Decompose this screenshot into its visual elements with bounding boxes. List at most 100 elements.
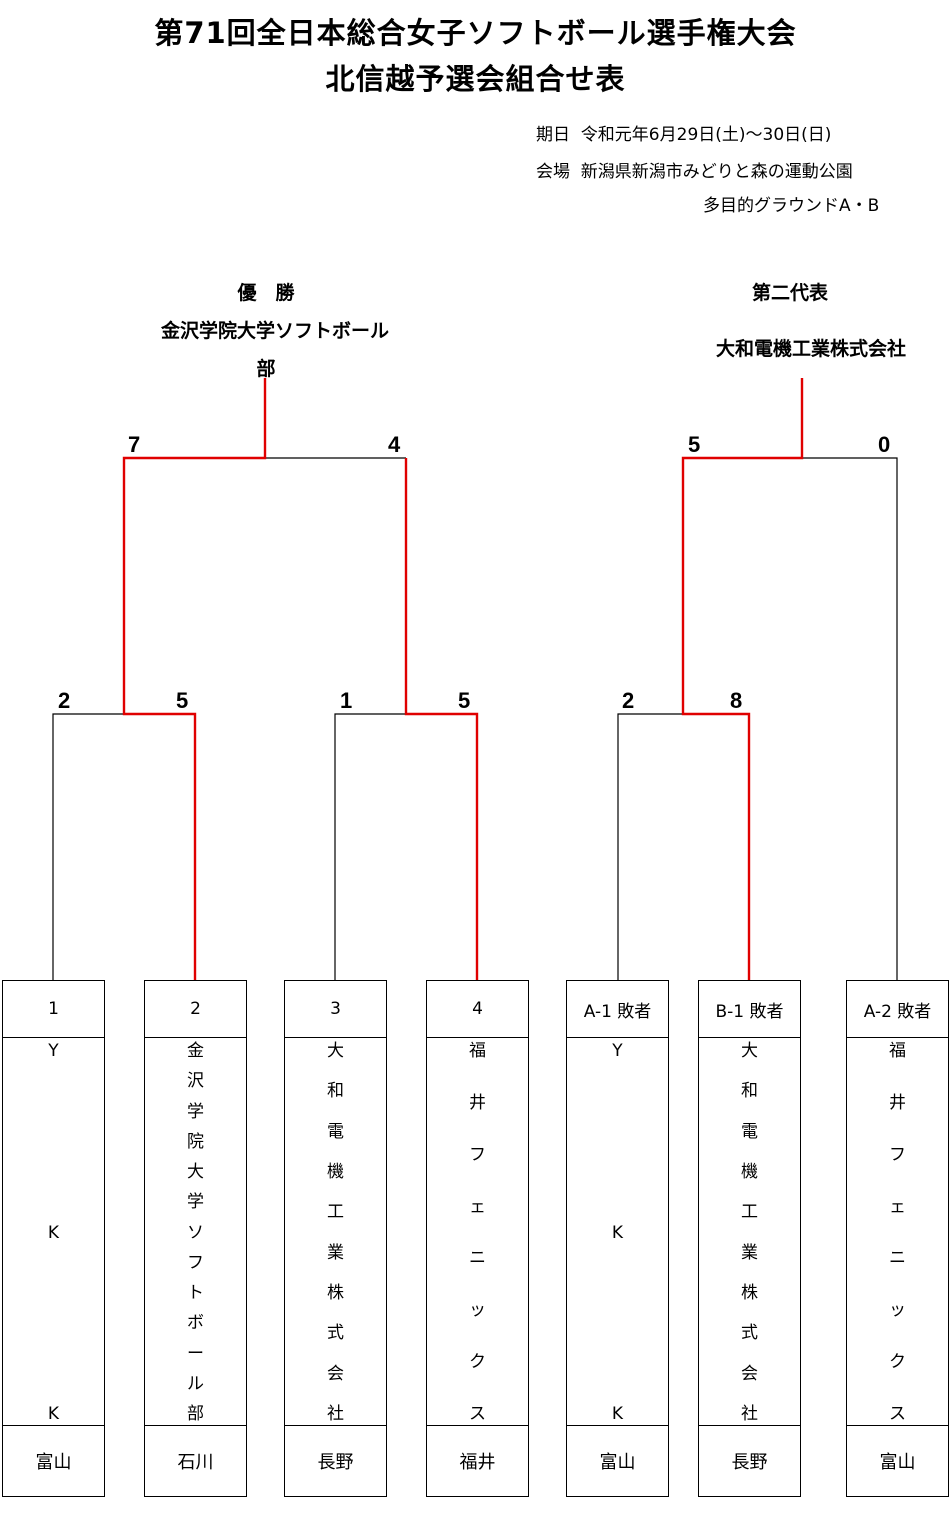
team-name-char: ソ [187,1222,204,1243]
team-name: 福井フェニックス [847,1037,948,1426]
team-name-char: 学 [187,1101,204,1122]
team-name-char: ボ [187,1313,204,1334]
winner-path [122,378,267,980]
winner-name: 金沢学院大学ソフトボール [160,320,389,342]
team-name-char: フ [469,1144,486,1165]
team-name-char: ッ [469,1300,486,1321]
team-name-char: ス [469,1403,486,1424]
team-prefecture: 富山 [847,1425,948,1496]
team-name-char: Y [612,1041,623,1061]
venue-info-detail: 多目的グラウンドA・B [703,196,880,216]
team-name: 大和電機工業株式会社 [699,1037,800,1426]
team-name-char: 井 [889,1092,906,1113]
team-box-b1-loser: B-1 敗者 大和電機工業株式会社 長野 [698,980,801,1497]
semi2-left-branch [334,713,406,980]
team-name-char: ェ [469,1196,486,1217]
team-box-2: 2 金沢学院大学ソフトボール部 石川 [144,980,247,1497]
team-name-char: 部 [187,1404,204,1424]
team-seed: 1 [3,981,104,1038]
team-name-char: 業 [741,1242,758,1263]
team-name-char: ク [889,1352,906,1373]
team-name-char: フ [187,1252,204,1273]
team-seed: 4 [427,981,528,1038]
team-name-char: 電 [327,1121,344,1142]
team-name-char: ト [187,1283,204,1303]
team-name-char: 社 [327,1403,344,1424]
team-seed: 2 [145,981,246,1038]
team-prefecture: 石川 [145,1425,246,1496]
team-name-char: ッ [889,1300,906,1321]
second-rep-label: 第二代表 [751,282,828,304]
score-semi2-right: 5 [458,688,471,713]
team-name-char: 機 [741,1161,758,1182]
score-second-right: 0 [878,432,891,457]
team-name-char: 大 [741,1041,758,1061]
team-name-char: ー [187,1343,204,1364]
team-name-char: 井 [469,1092,486,1113]
date-info: 期日 令和元年6月29日(土)～30日(日) [536,125,832,145]
team-name-char: 機 [327,1161,344,1182]
team-name-char: 社 [741,1403,758,1424]
venue-info: 会場 新潟県新潟市みどりと森の運動公園 [536,162,853,182]
score-semi1-right: 5 [176,688,189,713]
score-second-left: 5 [688,432,701,457]
team-prefecture: 長野 [699,1425,800,1496]
team-seed: A-2 敗者 [847,981,948,1038]
winner-name-cont: 部 [256,358,276,380]
score-semi3-right: 8 [730,688,743,713]
second-rep-path [681,378,804,980]
team-name-char: 学 [187,1192,204,1213]
team-name-char: 大 [187,1162,204,1182]
team-name-char: 工 [741,1202,758,1223]
team-name-char: 業 [327,1242,344,1263]
page-title: 第71回全日本総合女子ソフトボール選手権大会 [154,16,797,50]
team-name-char: ル [187,1373,204,1394]
team-name-char: K [611,1222,624,1243]
team-name-char: 電 [741,1121,758,1142]
team-name-char: 和 [327,1081,344,1102]
team-name-char: 和 [741,1081,758,1102]
score-final-left: 7 [128,432,141,457]
team-name-char: ニ [469,1248,486,1269]
score-semi1-left: 2 [58,688,71,713]
team-name-char: 沢 [187,1071,204,1092]
team-box-a2-loser: A-2 敗者 福井フェニックス 富山 [846,980,949,1497]
team-name: Y K K [567,1037,668,1426]
score-semi3-left: 2 [622,688,635,713]
team-prefecture: 長野 [285,1425,386,1496]
team-seed: 3 [285,981,386,1038]
team-name-char: 株 [327,1282,344,1303]
team-name-char: Y [48,1041,59,1061]
score-final-right: 4 [388,432,401,457]
team-name-char: 福 [889,1041,906,1061]
team-name-char: 金 [187,1041,204,1061]
team-name-char: 式 [327,1323,344,1344]
team-name-char: 工 [327,1202,344,1223]
team-name-char: ス [889,1403,906,1424]
semi3-left-branch [617,713,683,980]
team-name-char: 福 [469,1041,486,1061]
team-seed: B-1 敗者 [699,981,800,1038]
team-name-char: ク [469,1352,486,1373]
team-name-char: ェ [889,1196,906,1217]
team-name-char: 式 [741,1323,758,1344]
team-name-char: 院 [187,1131,204,1152]
team-prefecture: 富山 [567,1425,668,1496]
team-name-char: 株 [741,1282,758,1303]
second-right-branch [802,457,898,980]
team-name: 金沢学院大学ソフトボール部 [145,1037,246,1426]
team-name-char: ニ [889,1248,906,1269]
team-name-char: 大 [327,1041,344,1061]
team-box-3: 3 大和電機工業株式会社 長野 [284,980,387,1497]
team-name-char: K [611,1404,624,1424]
semi2-winner-path [404,458,479,980]
team-name: 福井フェニックス [427,1037,528,1426]
team-name-char: 会 [327,1363,344,1384]
team-name: 大和電機工業株式会社 [285,1037,386,1426]
score-semi2-left: 1 [340,688,353,713]
semi1-left-branch [52,713,124,980]
